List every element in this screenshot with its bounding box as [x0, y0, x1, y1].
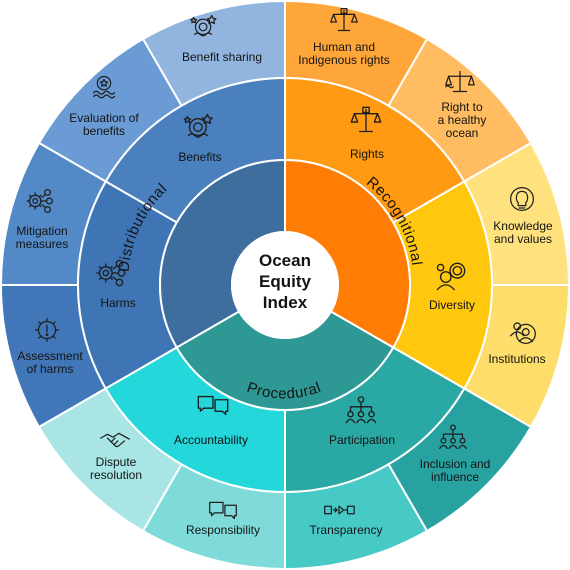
component-label: Benefits	[178, 150, 221, 164]
dimension-label: Procedural	[245, 379, 324, 403]
diverse-people-icon	[436, 262, 466, 291]
component-label: Accountability	[174, 433, 248, 447]
coin-stars-icon	[183, 113, 213, 138]
speech-bubbles-icon	[197, 395, 229, 416]
speech-bubbles-icon	[209, 501, 237, 520]
scales-of-justice-icon	[330, 8, 358, 32]
component-label: Rights	[350, 147, 384, 161]
indicator-label: Responsibility	[186, 523, 260, 537]
lightbulb-icon	[509, 186, 535, 212]
coin-stars-icon	[190, 14, 217, 37]
component-label: Diversity	[429, 298, 475, 312]
indicator-label: Benefit sharing	[182, 50, 262, 64]
balance-scale-icon	[445, 70, 475, 93]
hub-circle	[231, 231, 339, 339]
handshake-icon	[100, 432, 130, 448]
component-label: Participation	[329, 433, 395, 447]
gear-network-icon	[26, 188, 53, 214]
warning-gear-icon	[34, 317, 60, 343]
component-label: Harms	[100, 296, 135, 310]
process-flow-icon	[324, 505, 355, 515]
organization-chart-icon	[345, 396, 377, 424]
people-group-icon	[509, 322, 536, 345]
scales-of-justice-icon	[350, 106, 382, 133]
indicator-label: Institutions	[488, 352, 545, 366]
gear-network-icon	[96, 259, 126, 287]
indicator-label: Transparency	[310, 523, 383, 537]
coin-waves-icon	[92, 75, 116, 99]
organization-chart-icon	[439, 424, 467, 450]
